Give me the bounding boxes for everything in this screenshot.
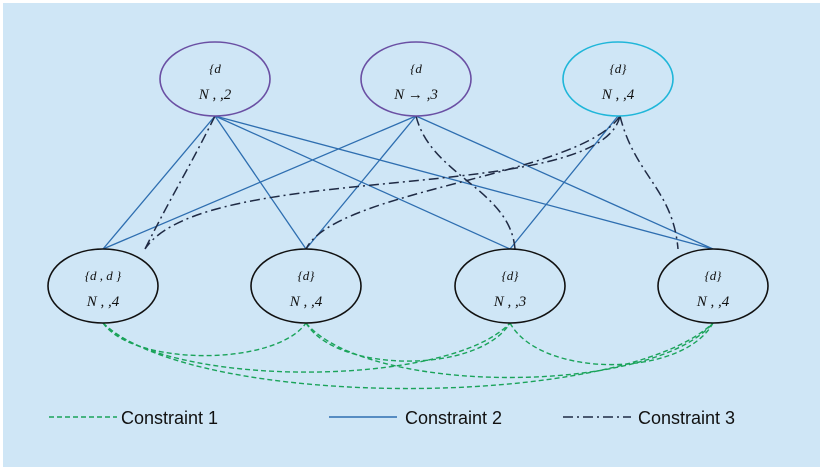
node-t2: {d N → ,3 bbox=[360, 41, 472, 117]
node-ellipse-b1 bbox=[47, 248, 159, 324]
edge-constraint-3-t3-b1 bbox=[144, 115, 621, 250]
edge-constraint-3-t3-b2 bbox=[305, 115, 621, 250]
node-b4: {d} N , ,4 bbox=[657, 248, 769, 324]
node-label-line1-t1: {d bbox=[209, 61, 221, 76]
node-label-line1-b3: {d} bbox=[502, 268, 520, 283]
node-label-line1-b4: {d} bbox=[705, 268, 723, 283]
node-label-line1-b1: {d , d } bbox=[85, 268, 122, 283]
node-label-line2-t2: N → ,3 bbox=[393, 87, 438, 103]
node-label-line1-b2: {d} bbox=[298, 268, 316, 283]
edge-constraint-1-b3-b4 bbox=[509, 322, 714, 366]
edge-constraint-3-t1-b1 bbox=[144, 115, 216, 250]
node-ellipse-t2 bbox=[360, 41, 472, 117]
node-b1: {d , d } N , ,4 bbox=[47, 248, 159, 324]
edge-constraint-1-b2-b3 bbox=[305, 322, 511, 362]
legend: Constraint 1 Constraint 2 Constraint 3 bbox=[49, 408, 735, 428]
edge-constraint-1-b1-b4 bbox=[102, 322, 714, 390]
node-label-line2-b3: N , ,3 bbox=[493, 294, 527, 310]
node-t3: {d} N , ,4 bbox=[562, 41, 674, 117]
diagram-canvas: {dN , ,2{dN → ,3{d}N , ,4{d , d }N , ,4{… bbox=[3, 3, 820, 467]
edge-constraint-2-t1-b3 bbox=[214, 115, 511, 250]
node-b2: {d} N , ,4 bbox=[250, 248, 362, 324]
node-ellipse-t1 bbox=[159, 41, 271, 117]
edge-constraint-2-t2-b1 bbox=[102, 115, 417, 250]
node-label-line2-t1: N , ,2 bbox=[198, 87, 232, 103]
edge-constraint-2-t2-b2 bbox=[305, 115, 417, 250]
edge-constraint-2-t1-b4 bbox=[214, 115, 714, 250]
legend-label-constraint-1: Constraint 1 bbox=[121, 408, 218, 428]
edge-constraint-2-t3-b3 bbox=[509, 115, 619, 250]
node-ellipse-b2 bbox=[250, 248, 362, 324]
node-ellipse-b4 bbox=[657, 248, 769, 324]
node-ellipse-b3 bbox=[454, 248, 566, 324]
node-label-line1-t2: {d bbox=[410, 61, 422, 76]
node-label-line2-b4: N , ,4 bbox=[696, 294, 730, 310]
node-label-line1-t3: {d} bbox=[610, 61, 628, 76]
node-b3: {d} N , ,3 bbox=[454, 248, 566, 324]
node-label-line2-b1: N , ,4 bbox=[86, 294, 120, 310]
edge-constraint-1-b2-b4 bbox=[305, 322, 714, 379]
nodes-layer: {dN , ,2{dN → ,3{d}N , ,4{d , d }N , ,4{… bbox=[47, 41, 769, 324]
node-t1: {d N , ,2 bbox=[159, 41, 271, 117]
node-label-line2-t3: N , ,4 bbox=[601, 87, 635, 103]
edge-constraint-2-t1-b1 bbox=[102, 115, 216, 250]
edges-layer bbox=[102, 115, 714, 390]
node-ellipse-t3 bbox=[562, 41, 674, 117]
node-label-line2-b2: N , ,4 bbox=[289, 294, 323, 310]
edge-constraint-3-t3-b4 bbox=[619, 115, 679, 250]
legend-label-constraint-2: Constraint 2 bbox=[405, 408, 502, 428]
legend-label-constraint-3: Constraint 3 bbox=[638, 408, 735, 428]
edge-constraint-3-t2-b3 bbox=[415, 115, 516, 250]
